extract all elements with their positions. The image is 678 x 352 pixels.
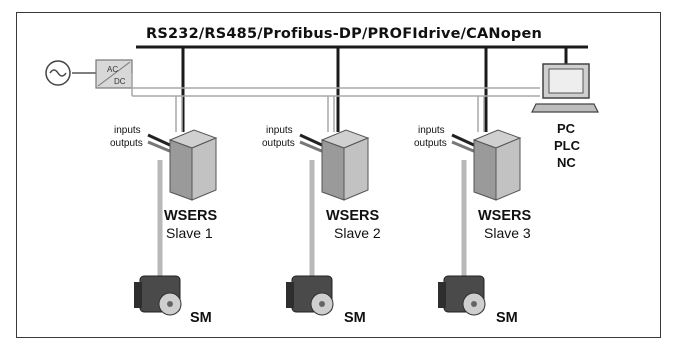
stepper-motor-icon (134, 275, 182, 316)
slave-1-name: WSERS (164, 208, 218, 224)
slave-unit-3: inputs outputs WSERS Slave 3 SM (414, 125, 532, 326)
host-label-pc: PC (557, 121, 576, 136)
slave-2-motor-label: SM (344, 310, 366, 326)
slave-2-inputs-label: inputs (266, 125, 293, 136)
slave-2-subtitle: Slave 2 (334, 225, 381, 241)
bus-label: RS232/RS485/Profibus-DP/PROFIdrive/CANop… (146, 26, 543, 42)
slave-unit-2: inputs outputs WSERS Slave 2 SM (262, 125, 381, 326)
slave-3-motor-label: SM (496, 310, 518, 326)
slave-1-outputs-label: outputs (110, 138, 143, 149)
ac-dc-converter: AC DC (95, 59, 133, 96)
slave-3-name: WSERS (478, 208, 532, 224)
power-bus (132, 87, 540, 132)
converter-dc-label: DC (114, 77, 126, 86)
ac-source-icon (45, 60, 96, 86)
slave-2-outputs-label: outputs (262, 138, 295, 149)
slave-2-name: WSERS (326, 208, 380, 224)
slave-3-outputs-label: outputs (414, 138, 447, 149)
host-label-plc: PLC (554, 138, 581, 153)
drive-icon (168, 129, 218, 201)
stepper-motor-icon (438, 275, 486, 316)
slave-3-subtitle: Slave 3 (484, 225, 531, 241)
converter-ac-label: AC (107, 65, 118, 74)
slave-unit-1: inputs outputs WSERS Slave 1 SM (110, 125, 218, 326)
slave-3-inputs-label: inputs (418, 125, 445, 136)
slave-1-inputs-label: inputs (114, 125, 141, 136)
slave-1-motor-label: SM (190, 310, 212, 326)
drive-icon (320, 129, 370, 201)
host-label-nc: NC (557, 155, 576, 170)
drive-icon (472, 129, 522, 201)
computer-icon (531, 63, 599, 113)
slave-1-subtitle: Slave 1 (166, 225, 213, 241)
stepper-motor-icon (286, 275, 334, 316)
communication-bus (136, 45, 588, 132)
